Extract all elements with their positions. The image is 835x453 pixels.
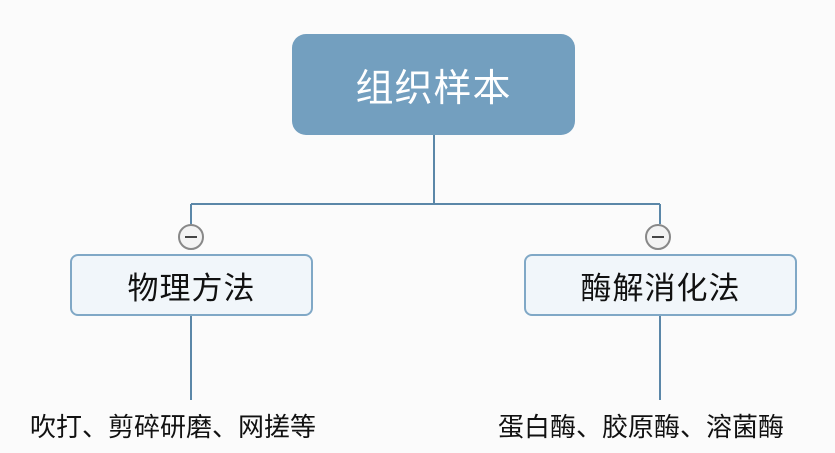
collapse-left-icon[interactable] [178, 224, 204, 250]
branch-node-enzymatic-label: 酶解消化法 [580, 270, 741, 307]
branch-node-physical[interactable]: 物理方法 [70, 254, 313, 316]
collapse-right-icon[interactable] [645, 224, 671, 250]
root-node-label: 组织样本 [355, 66, 512, 110]
leaf-physical-detail[interactable]: 吹打、剪碎研磨、网搓等 [30, 413, 317, 443]
leaf-enzymatic-detail[interactable]: 蛋白酶、胶原酶、溶菌酶 [498, 413, 785, 443]
branch-node-enzymatic[interactable]: 酶解消化法 [524, 254, 797, 316]
root-node[interactable]: 组织样本 [292, 34, 575, 135]
branch-node-physical-label: 物理方法 [127, 270, 256, 307]
